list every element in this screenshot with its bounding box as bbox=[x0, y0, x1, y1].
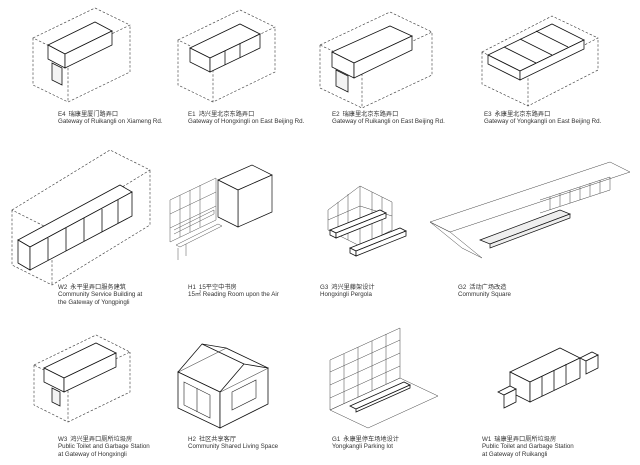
w2-cn: 永平里弄口服务建筑 bbox=[70, 284, 126, 291]
e4-code: E4 bbox=[58, 111, 66, 118]
h2-cn: 社区共享客厅 bbox=[198, 436, 237, 443]
g3-drawing bbox=[327, 185, 407, 257]
g3-en: Hongxingli Pergola bbox=[320, 291, 372, 299]
w1-code: W1 bbox=[482, 436, 492, 443]
g2-en: Community Square bbox=[458, 291, 511, 299]
w1-en-line2: at Gateway of Ruikangli bbox=[482, 450, 548, 458]
g1-cn: 永康里停车场地设计 bbox=[343, 436, 399, 443]
w2-en-line1: Community Service Building at bbox=[58, 291, 143, 299]
h1-cn: 15平空中书房 bbox=[198, 284, 237, 291]
g3-cn: 鸿兴里藤架设计 bbox=[331, 284, 375, 291]
g1-drawing bbox=[329, 327, 439, 429]
w3-code: W3 bbox=[58, 436, 68, 443]
w1-en-line1: Public Toilet and Garbage Station bbox=[482, 443, 574, 451]
e1-en: Gateway of Hongxingli on East Beijing Rd… bbox=[188, 118, 305, 126]
w2-en-line2: the Gateway of Yongpingli bbox=[58, 298, 130, 306]
e1-drawing bbox=[177, 9, 276, 103]
h2-code: H2 bbox=[188, 436, 196, 443]
e4-drawing bbox=[32, 7, 131, 103]
e2-code: E2 bbox=[332, 111, 340, 118]
w2-drawing bbox=[11, 149, 151, 286]
w1-drawing bbox=[497, 347, 599, 409]
e4-en: Gateway of Ruikangli on Xiameng Rd. bbox=[58, 118, 163, 126]
w2-code: W2 bbox=[58, 284, 68, 291]
g3-code: G3 bbox=[320, 284, 329, 291]
e3-cn: 永康里北京东路弄口 bbox=[494, 111, 551, 118]
e4-cn: 瑞康里厦门路弄口 bbox=[68, 111, 119, 118]
g2-drawing bbox=[429, 161, 631, 259]
h2-drawing bbox=[177, 343, 269, 429]
e3-en: Gateway of Yongkangli on East Beijing Rd… bbox=[484, 118, 602, 126]
g2-cn: 活动广场改造 bbox=[469, 284, 507, 291]
e3-code: E3 bbox=[484, 111, 492, 118]
w3-drawing bbox=[33, 334, 131, 423]
e2-en: Gateway of Ruikangli on East Beijing Rd. bbox=[332, 118, 445, 126]
w3-en-line2: at Gateway of Hongxingli bbox=[58, 450, 127, 458]
e2-cn: 瑞康里北京东路弄口 bbox=[342, 111, 399, 118]
h1-code: H1 bbox=[188, 284, 196, 291]
h1-drawing bbox=[169, 164, 273, 260]
h2-en: Community Shared Living Space bbox=[188, 443, 279, 451]
g1-en: Yongkangli Parking lot bbox=[332, 443, 394, 451]
e3-drawing bbox=[481, 15, 599, 107]
h1-en: 15㎡ Reading Room upon the Air bbox=[188, 291, 279, 299]
e1-cn: 鸿兴里北京东路弄口 bbox=[198, 111, 255, 118]
g1-code: G1 bbox=[332, 436, 341, 443]
g2-code: G2 bbox=[458, 284, 467, 291]
e1-code: E1 bbox=[188, 111, 196, 118]
w3-en-line1: Public Toilet and Garbage Station bbox=[58, 443, 150, 451]
w3-cn: 鸿兴里弄口厕所垃圾房 bbox=[70, 436, 133, 443]
w1-cn: 瑞康里弄口厕所垃圾房 bbox=[494, 436, 557, 443]
e2-drawing bbox=[319, 11, 433, 109]
